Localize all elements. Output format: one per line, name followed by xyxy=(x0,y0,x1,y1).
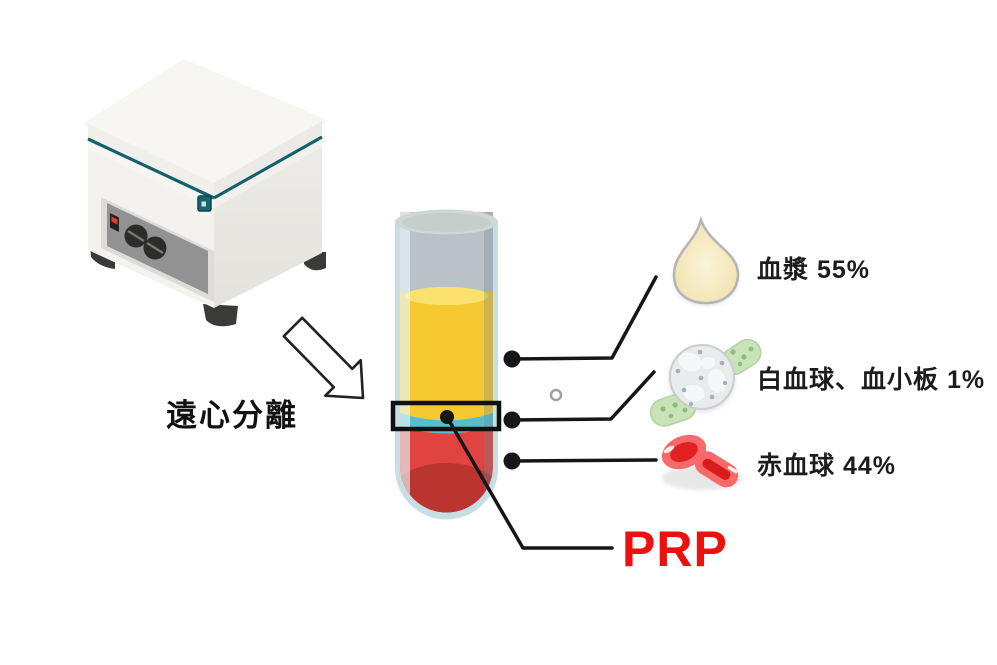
wbc-platelet-label: 白血球、血小板 1% xyxy=(757,366,986,394)
glass-shadow-strip xyxy=(484,212,493,513)
centrifuge-machine-illustration xyxy=(85,59,326,327)
centrifuge-seam-left xyxy=(87,137,215,200)
glass-highlight-strip xyxy=(400,212,410,513)
plasma-surface-highlight xyxy=(404,287,489,305)
centrifuge-lid-right-band xyxy=(214,121,322,197)
prp-label: PRP xyxy=(622,521,728,577)
plasma-drop-icon xyxy=(672,215,740,305)
centrifuge-lip-left xyxy=(88,141,214,208)
rbc-label: 赤血球 44% xyxy=(757,452,896,480)
centrifuge-lip-right xyxy=(214,139,322,208)
centrifuge-lid-left-band xyxy=(88,124,214,197)
plasma-label: 血漿 55% xyxy=(757,256,870,284)
rbc-dot xyxy=(503,452,521,470)
speed-knob[interactable] xyxy=(124,224,148,248)
connector-lines xyxy=(445,275,658,550)
plasma-dot xyxy=(503,350,521,368)
centrifugation-label: 遠心分離 xyxy=(166,398,298,433)
centrifuge-seam-right xyxy=(213,135,323,200)
bubble-dot xyxy=(549,388,563,402)
wbc-dot xyxy=(503,411,521,429)
rbc-connector-line xyxy=(510,458,658,463)
timer-knob[interactable] xyxy=(143,236,167,260)
tube-rim-inner xyxy=(402,213,491,232)
rbc-layer-shading xyxy=(400,463,494,513)
red-blood-cell-2 xyxy=(694,451,739,488)
blood-test-tube xyxy=(395,209,498,520)
plasma-layer xyxy=(400,292,493,432)
lid-latch[interactable] xyxy=(197,195,212,212)
wbc-platelet-icon xyxy=(649,338,762,427)
prp-highlight-box xyxy=(390,400,502,432)
prp-dot xyxy=(440,410,454,424)
centrifuge-body-right-face xyxy=(214,147,322,308)
connector-dots xyxy=(440,350,521,470)
power-switch[interactable] xyxy=(110,213,119,232)
prp-connector-line xyxy=(445,415,614,550)
plasma-connector-line xyxy=(510,275,658,361)
white-blood-cell-icon xyxy=(669,344,735,410)
process-arrow-icon xyxy=(282,316,365,400)
wbc-connector-line xyxy=(510,370,656,422)
rbc-icon xyxy=(661,434,742,490)
